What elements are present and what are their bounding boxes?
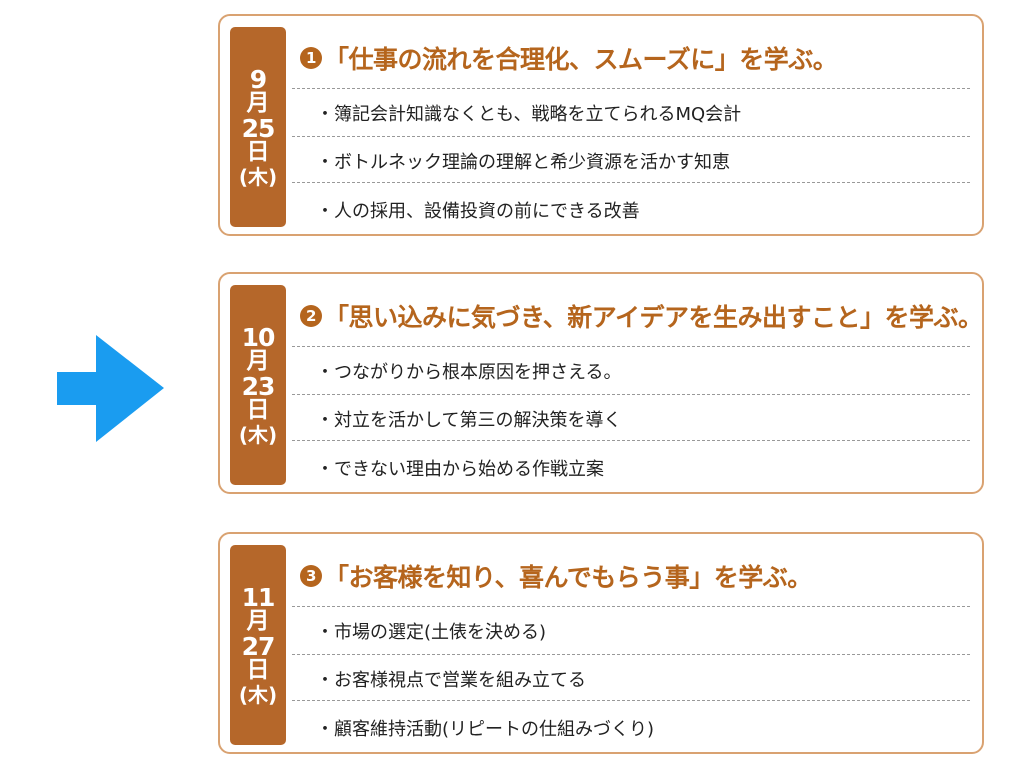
number-badge: 1 [300,47,322,69]
dashed-divider [292,346,970,347]
session-topic: ・お客様視点で営業を組み立てる [316,670,586,691]
dashed-divider [292,394,970,395]
session-topic: ・人の採用、設備投資の前にできる改善 [316,201,640,222]
date-badge: 9 月 25 日 (木) [230,27,286,227]
number-badge: 3 [300,565,322,587]
weekday: (木) [238,164,278,189]
month-label: 月 [246,608,270,635]
dashed-divider [292,606,970,607]
session-topic: ・顧客維持活動(リピートの仕組みづくり) [316,719,655,740]
session-topic: ・ボトルネック理論の理解と希少資源を活かす知恵 [316,152,730,173]
arrow-right-icon [57,335,164,442]
day: 23 [241,371,276,401]
session-title: 2 「思い込みに気づき、新アイデアを生み出すこと」を学ぶ。 [300,298,983,334]
weekday: (木) [238,422,278,447]
session-card: 11 月 27 日 (木) 3 「お客様を知り、喜んでもらう事」を学ぶ。 ・市場… [218,532,984,754]
date-badge: 10 月 23 日 (木) [230,285,286,485]
day-label: 日 [246,139,270,166]
session-title-text: 「仕事の流れを合理化、スムーズに」を学ぶ。 [324,45,838,74]
month-label: 月 [246,90,270,117]
dashed-divider [292,182,970,183]
day: 27 [241,631,276,661]
month: 10 [241,322,276,352]
day-label: 日 [246,397,270,424]
session-card: 10 月 23 日 (木) 2 「思い込みに気づき、新アイデアを生み出すこと」を… [218,272,984,494]
session-topic: ・簿記会計知識なくとも、戦略を立てられるMQ会計 [316,104,742,125]
weekday: (木) [238,682,278,707]
session-title-text: 「思い込みに気づき、新アイデアを生み出すこと」を学ぶ。 [324,303,983,332]
day: 25 [241,113,276,143]
month: 9 [249,64,267,94]
session-title-text: 「お客様を知り、喜んでもらう事」を学ぶ。 [324,563,812,592]
month-label: 月 [246,348,270,375]
session-title: 3 「お客様を知り、喜んでもらう事」を学ぶ。 [300,558,812,594]
day-label: 日 [246,657,270,684]
dashed-divider [292,440,970,441]
session-card: 9 月 25 日 (木) 1 「仕事の流れを合理化、スムーズに」を学ぶ。 ・簿記… [218,14,984,236]
session-topic: ・つながりから根本原因を押さえる。 [316,362,622,383]
dashed-divider [292,88,970,89]
session-title: 1 「仕事の流れを合理化、スムーズに」を学ぶ。 [300,40,838,76]
dashed-divider [292,654,970,655]
session-topic: ・対立を活かして第三の解決策を導く [316,410,622,431]
month: 11 [241,582,276,612]
session-topic: ・できない理由から始める作戦立案 [316,459,604,480]
dashed-divider [292,700,970,701]
session-topic: ・市場の選定(土俵を決める) [316,622,547,643]
date-badge: 11 月 27 日 (木) [230,545,286,745]
dashed-divider [292,136,970,137]
number-badge: 2 [300,305,322,327]
